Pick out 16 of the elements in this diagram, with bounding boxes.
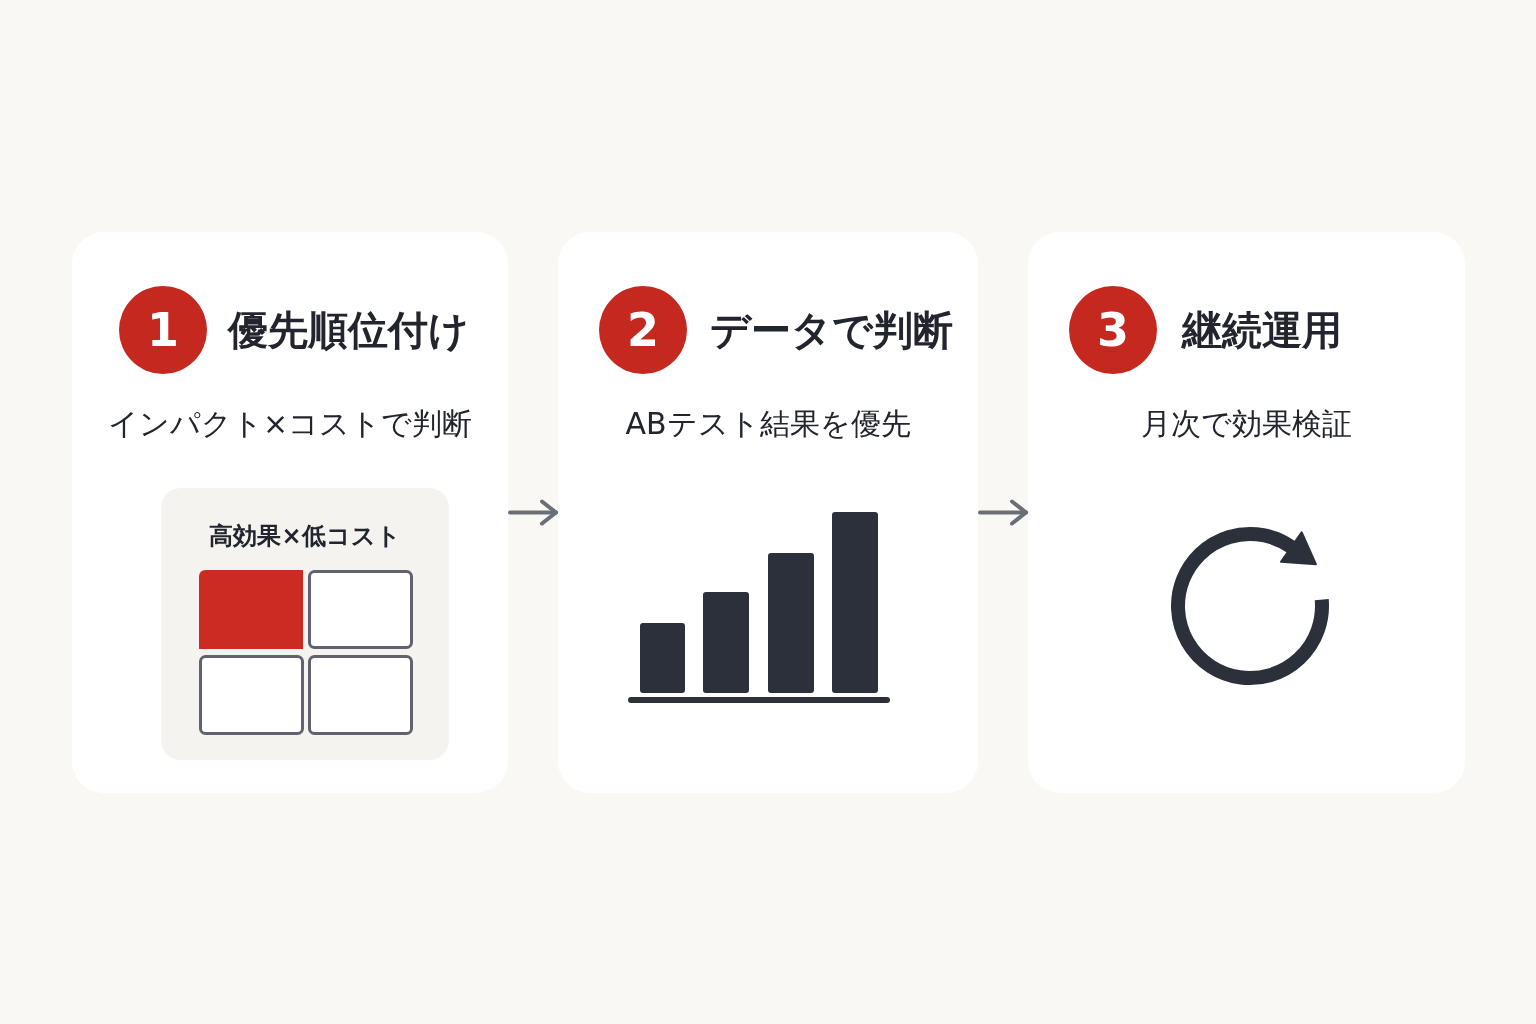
step-description: 月次で効果検証 (1141, 406, 1352, 442)
step-title: 継続運用 (1182, 306, 1342, 354)
matrix-panel (161, 488, 449, 760)
arrow (978, 499, 1028, 526)
step-card (72, 232, 508, 793)
matrix-heading: 高効果×低コスト (209, 521, 401, 551)
step-title: データで判断 (710, 306, 953, 354)
step-description: ABテスト結果を優先 (625, 406, 911, 442)
step-number-badge: 3 (1069, 286, 1157, 374)
arrow (508, 499, 558, 526)
step-number-badge: 1 (119, 286, 207, 374)
step-card (1028, 232, 1465, 793)
step-card (558, 232, 978, 793)
step-number-badge: 2 (599, 286, 687, 374)
step-title: 優先順位付け (228, 306, 469, 354)
step-description: インパクト×コストで判断 (107, 406, 473, 442)
